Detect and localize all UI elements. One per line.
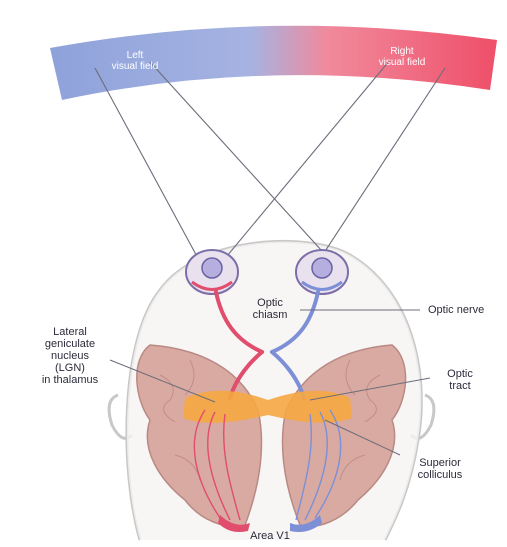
optic-chiasm-label: Optic chiasm <box>240 297 300 321</box>
optic-nerve-label: Optic nerve <box>428 304 506 316</box>
left-eye <box>186 250 238 294</box>
optic-tract-label: Optic tract <box>432 368 488 392</box>
right-eye <box>296 250 348 294</box>
lgn-label: Lateral geniculate nucleus (LGN) in thal… <box>28 326 112 386</box>
sight-lines <box>95 60 445 262</box>
left-visual-field-label: Left visual field <box>95 50 175 72</box>
area-v1-label: Area V1 <box>240 530 300 542</box>
right-visual-field-label: Right visual field <box>360 46 444 68</box>
superior-colliculus-label: Superior colliculus <box>398 457 482 481</box>
